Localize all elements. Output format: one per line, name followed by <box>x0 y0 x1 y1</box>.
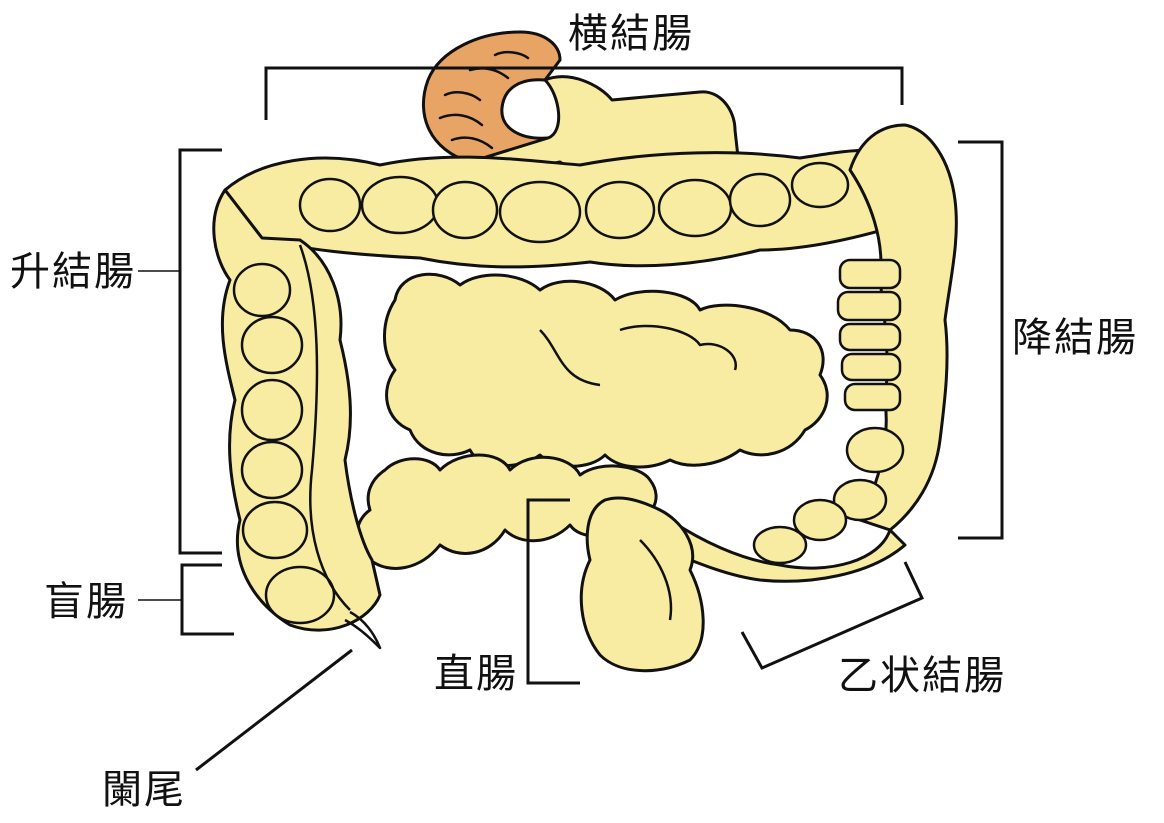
leader-appendix <box>196 650 352 770</box>
label-rectum: 直腸 <box>434 654 518 694</box>
label-sigmoid-colon: 乙状結腸 <box>838 656 1006 696</box>
ascending-colon <box>214 190 380 630</box>
bracket-descending-colon <box>958 142 1002 538</box>
bracket-cecum <box>182 565 234 634</box>
rectum <box>581 498 703 671</box>
label-transverse-colon: 横結腸 <box>568 14 694 54</box>
label-ascending-colon: 升結腸 <box>10 252 136 292</box>
label-appendix: 闌尾 <box>102 770 186 810</box>
label-cecum: 盲腸 <box>44 582 128 622</box>
transverse-colon <box>225 150 905 267</box>
label-descending-colon: 降結腸 <box>1012 318 1138 358</box>
